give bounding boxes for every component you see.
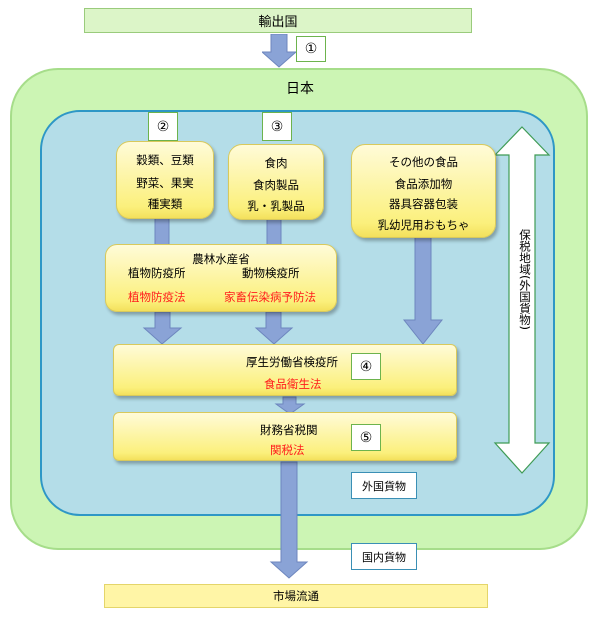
mhlw-quarantine-station: 厚生労働省検疫所 xyxy=(246,355,338,369)
bonded-area-double-arrow xyxy=(493,126,551,474)
box-maff: 農林水産省 植物防疫所 植物防疫法 動物検疫所 家畜伝染病予防法 xyxy=(105,244,337,312)
arrow-plant-mhlw xyxy=(142,311,183,345)
box-other-foods: その他の食品 食品添加物 器具容器包装 乳幼児用おもちゃ xyxy=(351,144,496,238)
livestock-infectious-disease-law: 家畜伝染病予防法 xyxy=(224,290,316,304)
customs-law: 関税法 xyxy=(270,443,305,457)
maff-title: 農林水産省 xyxy=(192,252,250,266)
marker-5: ⑤ xyxy=(351,424,381,451)
export-country-label: 輸出国 xyxy=(258,15,298,30)
meat-line-2: 食肉製品 xyxy=(253,178,299,192)
japan-label: 日本 xyxy=(286,81,314,97)
arrow-animal-mhlw xyxy=(254,311,294,345)
customs-office: 財務省税関 xyxy=(260,423,318,437)
arrow-mhlw-mof xyxy=(274,396,306,415)
foreign-goods-label: 外国貨物 xyxy=(351,472,417,499)
arrow-crops-maff xyxy=(154,217,170,247)
food-sanitation-law: 食品衛生法 xyxy=(264,377,322,391)
marker-2: ② xyxy=(148,112,178,141)
crops-line-3: 種実類 xyxy=(147,197,183,211)
marker-4: ④ xyxy=(351,353,381,380)
box-customs: 財務省税関 関税法 xyxy=(113,412,457,461)
domestic-goods-label: 国内貨物 xyxy=(351,543,417,570)
market-distribution-box: 市場流通 xyxy=(104,584,488,608)
arrow-mof-market xyxy=(269,461,309,579)
marker-1: ① xyxy=(296,36,326,62)
marker-3: ③ xyxy=(262,112,292,141)
other-line-1: その他の食品 xyxy=(389,155,458,169)
meat-line-3: 乳・乳製品 xyxy=(247,199,305,213)
export-country-box: 輸出国 xyxy=(84,8,472,33)
meat-line-1: 食肉 xyxy=(264,156,288,170)
box-mhlw: 厚生労働省検疫所 食品衛生法 xyxy=(113,344,457,396)
other-line-4: 乳幼児用おもちゃ xyxy=(377,218,470,232)
box-meat: 食肉 食肉製品 乳・乳製品 xyxy=(228,144,324,220)
plant-quarantine-office: 植物防疫所 xyxy=(128,266,186,280)
arrow-meat-maff xyxy=(266,217,282,247)
import-arrow xyxy=(262,34,298,68)
animal-quarantine-office: 動物検疫所 xyxy=(242,266,300,280)
other-line-2: 食品添加物 xyxy=(394,177,453,191)
other-line-3: 器具容器包装 xyxy=(389,197,458,211)
box-crops: 穀類、豆類 野菜、果実 種実類 xyxy=(116,141,214,219)
crops-line-2: 野菜、果実 xyxy=(136,176,194,190)
market-distribution-label: 市場流通 xyxy=(273,589,319,603)
plant-protection-law: 植物防疫法 xyxy=(128,290,186,304)
bonded-area-label: 保税地域(外国貨物) xyxy=(518,228,532,330)
crops-line-1: 穀類、豆類 xyxy=(136,153,194,167)
arrow-other-mhlw xyxy=(402,235,444,345)
